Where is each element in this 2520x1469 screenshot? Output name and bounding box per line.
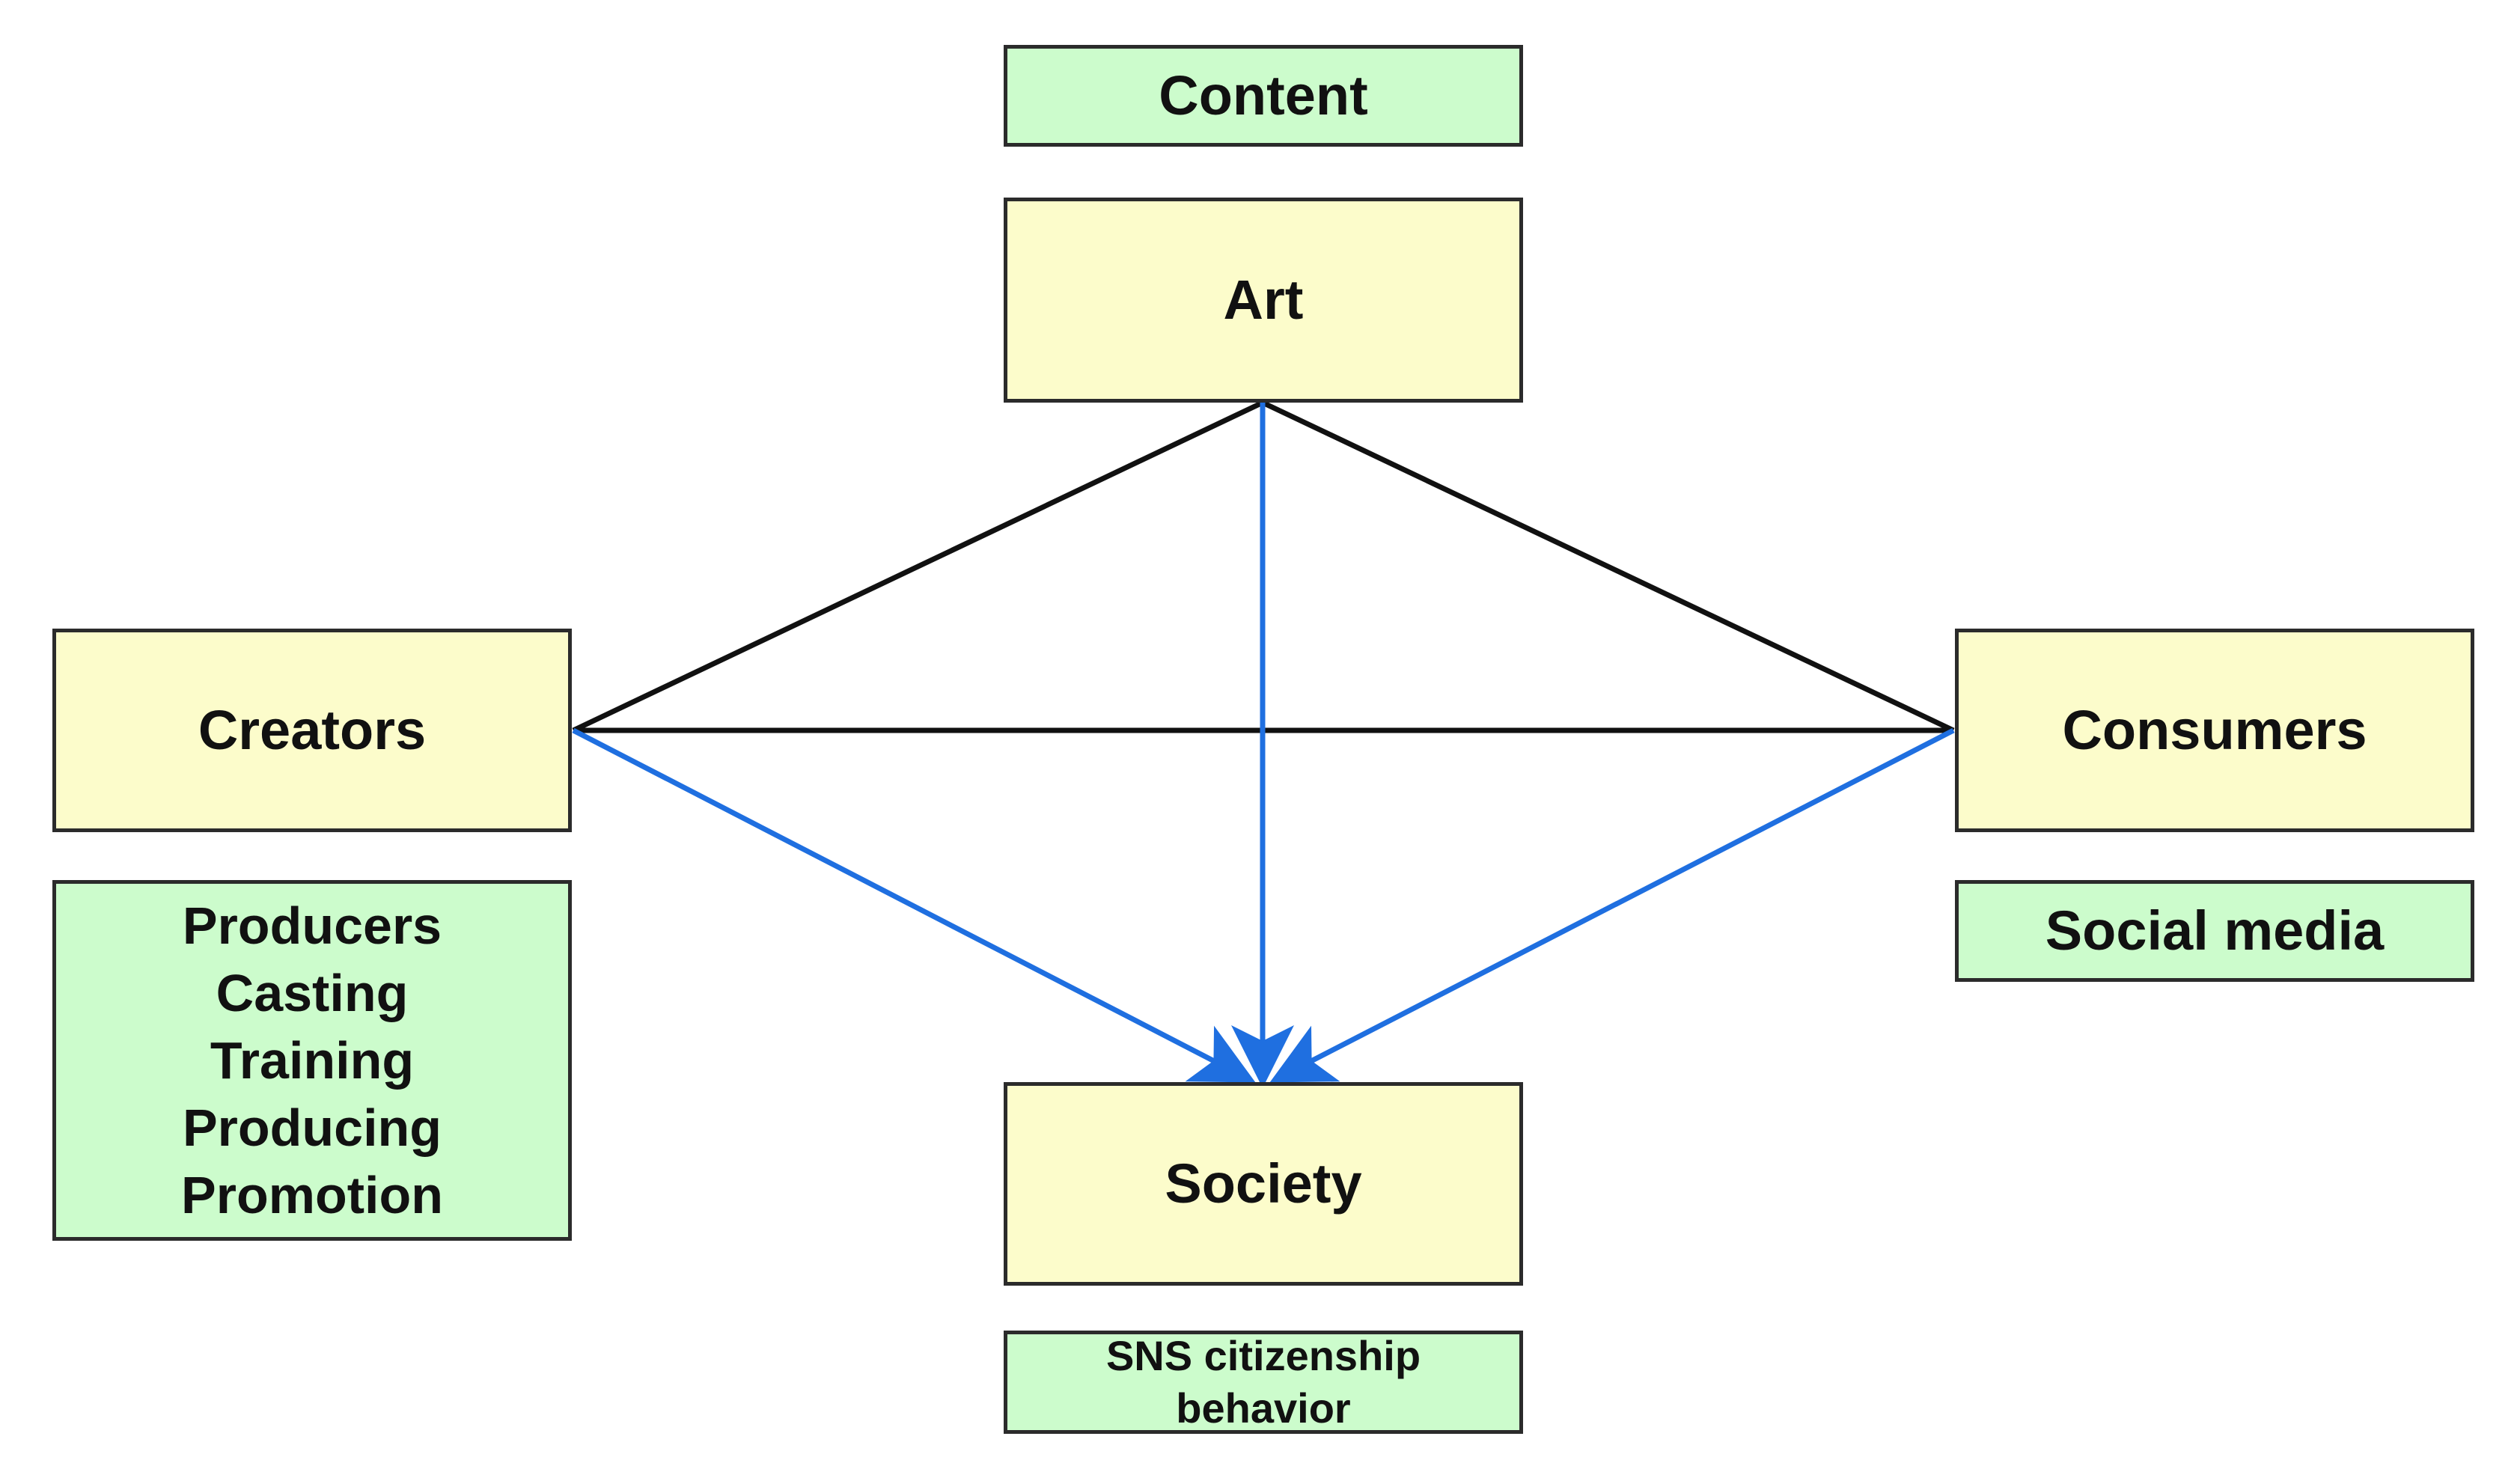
content-label: Content xyxy=(1159,64,1368,126)
society-box: Society xyxy=(1004,1082,1523,1286)
consumers-label: Consumers xyxy=(2062,699,2367,761)
content-box: Content xyxy=(1004,45,1523,147)
arrow-consumers-society xyxy=(1269,727,1955,1083)
creators-detail-item: Casting xyxy=(216,964,409,1022)
creators-box: Creators xyxy=(52,629,572,832)
society-detail-line: behavior xyxy=(1176,1384,1351,1432)
creators-detail-item: Training xyxy=(210,1031,415,1090)
creators-details-box: Producers Casting Training Producing Pro… xyxy=(52,880,572,1241)
society-detail-box: SNS citizenship behavior xyxy=(1004,1331,1523,1434)
creators-detail-item: Promotion xyxy=(181,1166,443,1224)
social-media-label: Social media xyxy=(2045,900,2385,962)
art-box: Art xyxy=(1004,198,1523,403)
consumers-box: Consumers xyxy=(1955,629,2474,832)
society-detail-line: SNS citizenship xyxy=(1105,1332,1421,1379)
edge-art-creators xyxy=(572,400,1264,733)
creators-label: Creators xyxy=(198,699,427,761)
creators-detail-item: Producers xyxy=(182,897,442,955)
art-label: Art xyxy=(1223,269,1304,331)
society-label: Society xyxy=(1165,1152,1362,1215)
creators-details-list: Producers Casting Training Producing Pro… xyxy=(181,892,443,1229)
arrow-creators-society xyxy=(572,727,1256,1083)
society-detail-text: SNS citizenship behavior xyxy=(1106,1330,1421,1435)
social-media-box: Social media xyxy=(1955,880,2474,982)
edge-art-consumers xyxy=(1261,400,1955,733)
creators-detail-item: Producing xyxy=(182,1099,442,1157)
